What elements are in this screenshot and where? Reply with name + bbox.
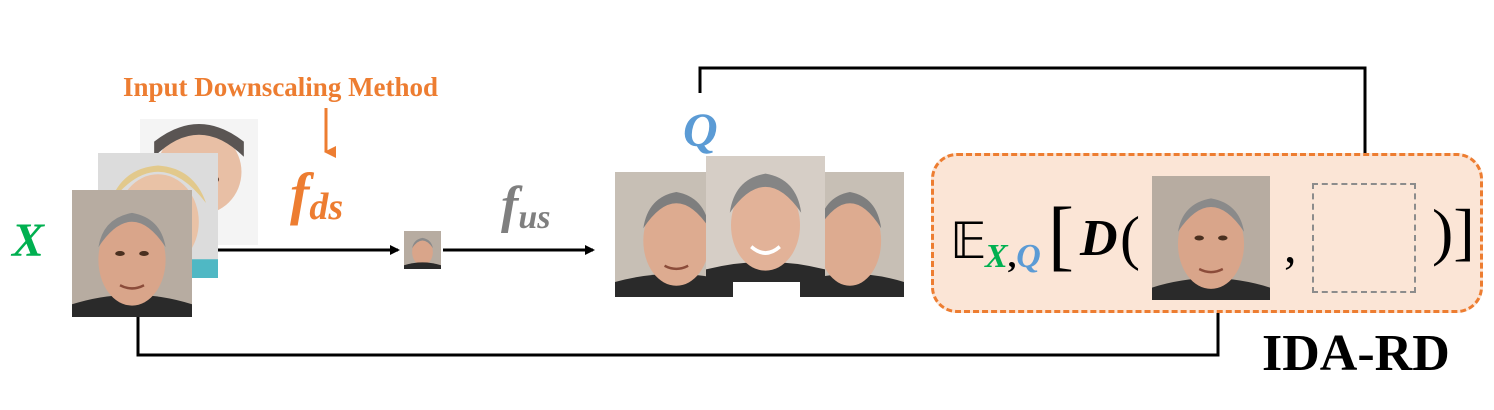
upscale-function-label: fus — [501, 177, 550, 235]
f-ds-base: f — [290, 161, 310, 226]
expectation-subscript-comma: , — [1007, 238, 1017, 275]
input-set-x-label: X — [12, 214, 45, 267]
output-placeholder-box — [1312, 183, 1416, 293]
input-face-front — [72, 190, 192, 317]
output-set-q-label: Q — [683, 104, 718, 157]
f-us-base: f — [501, 177, 519, 234]
expectation-symbol: 𝔼 — [950, 213, 987, 269]
x-feedback-path — [136, 298, 1223, 357]
close-paren-bracket: )] — [1432, 196, 1475, 267]
output-face-center — [706, 156, 825, 282]
open-bracket: [ — [1048, 191, 1074, 278]
distance-function-d: D — [1080, 210, 1118, 267]
formula-comma: , — [1284, 217, 1297, 273]
f-ds-subscript: ds — [309, 186, 344, 228]
low-resolution-face — [404, 231, 441, 269]
q-feedback-path — [698, 66, 1370, 182]
f-us-subscript: us — [518, 199, 551, 236]
open-paren: ( — [1120, 205, 1140, 271]
expectation-subscript-x: X — [985, 238, 1008, 275]
expectation-subscript: X,Q — [985, 240, 1041, 274]
formula-input-face — [1152, 176, 1270, 300]
expectation-subscript-q: Q — [1016, 238, 1041, 275]
metric-name: IDA-RD — [1262, 325, 1450, 382]
downscaling-method-label: Input Downscaling Method — [123, 72, 439, 102]
downscale-function-label: fds — [290, 165, 343, 227]
